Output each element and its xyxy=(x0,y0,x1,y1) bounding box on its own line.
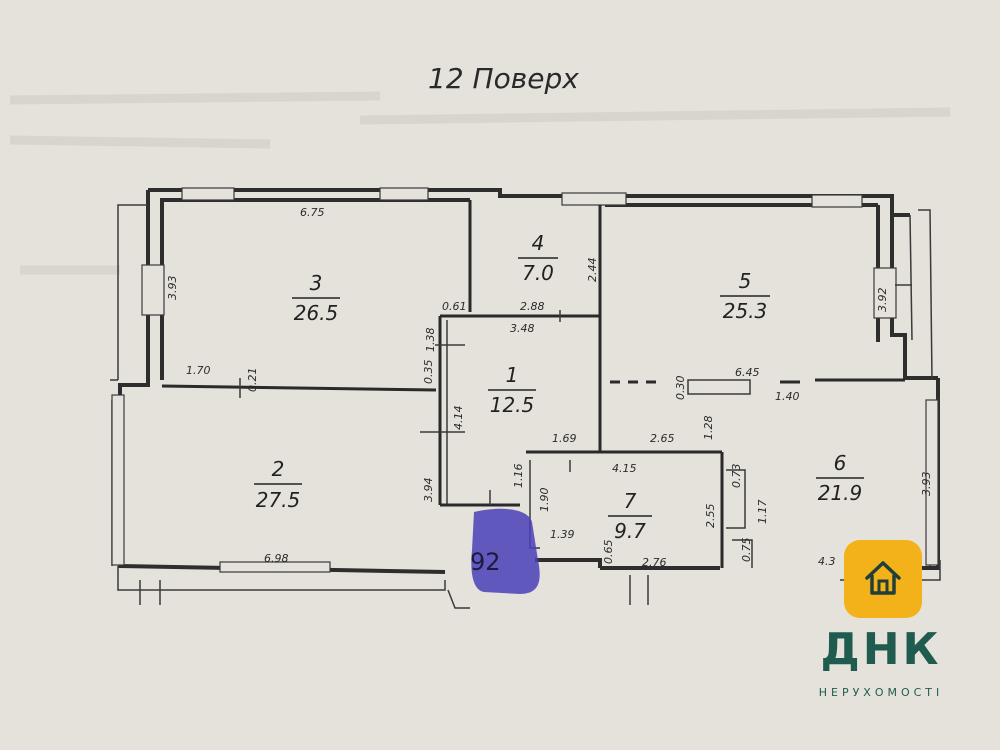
dim-label: 1.69 xyxy=(552,432,577,445)
svg-text:1: 1 xyxy=(506,363,519,387)
svg-text:2: 2 xyxy=(272,457,285,481)
windows xyxy=(111,187,939,573)
dim-label: 1.40 xyxy=(775,390,800,403)
logo-badge xyxy=(844,540,922,618)
room-7-label: 7 9.7 xyxy=(608,489,652,543)
dim-label: 3.48 xyxy=(510,322,535,335)
dim-label: 1.39 xyxy=(550,528,575,541)
dim-label: 4.15 xyxy=(612,462,637,475)
dim-label: 4.14 xyxy=(452,406,465,431)
svg-text:21.9: 21.9 xyxy=(818,481,863,505)
brand-tagline: НЕРУХОМОСТІ xyxy=(818,686,944,699)
svg-text:4: 4 xyxy=(532,231,545,255)
plan-title: 12 Поверх xyxy=(428,62,579,95)
marker-highlight xyxy=(471,508,540,594)
svg-text:5: 5 xyxy=(739,269,752,293)
dim-label: 1.17 xyxy=(756,500,769,525)
room-4-label: 4 7.0 xyxy=(518,231,558,285)
room-6-label: 6 21.9 xyxy=(816,451,864,505)
dim-label: 4.3 xyxy=(818,555,836,568)
dim-label: 0.35 xyxy=(422,360,435,385)
dim-label: 0.65 xyxy=(602,540,615,565)
dim-label: 0.30 xyxy=(674,376,687,401)
dim-label: 1.70 xyxy=(186,364,211,377)
dim-label: 2.76 xyxy=(642,556,667,569)
brand-logo: ДНК НЕРУХОМОСТІ xyxy=(806,540,956,710)
svg-text:6: 6 xyxy=(834,451,847,475)
dim-label: 0.75 xyxy=(740,538,753,563)
dim-label: 3.93 xyxy=(166,276,179,301)
svg-text:7: 7 xyxy=(624,489,637,513)
dim-label: 6.45 xyxy=(735,366,760,379)
dim-label: 1.38 xyxy=(424,328,437,353)
svg-text:12.5: 12.5 xyxy=(490,393,535,417)
dim-label: 3.94 xyxy=(422,478,435,503)
dim-label: 1.90 xyxy=(538,488,551,513)
room-3-label: 3 26.5 xyxy=(292,271,340,325)
handwritten-apartment-number: 92 xyxy=(470,548,501,576)
brand-name: ДНК xyxy=(820,624,942,675)
dim-label: 1.16 xyxy=(512,464,525,489)
svg-text:27.5: 27.5 xyxy=(256,488,301,512)
svg-text:26.5: 26.5 xyxy=(294,301,339,325)
interior-walls xyxy=(161,200,912,568)
room-5-label: 5 25.3 xyxy=(720,269,770,323)
dim-label: 2.65 xyxy=(650,432,675,445)
dim-label: 2.88 xyxy=(520,300,545,313)
dim-label: 0.73 xyxy=(730,464,743,489)
svg-text:25.3: 25.3 xyxy=(723,299,768,323)
dim-label: 0.21 xyxy=(246,368,259,393)
dim-label: 2.55 xyxy=(704,504,717,529)
dim-label: 6.98 xyxy=(264,552,289,565)
svg-text:3: 3 xyxy=(310,271,323,295)
room-2-label: 2 27.5 xyxy=(254,457,302,512)
dim-label: 1.28 xyxy=(702,416,715,441)
svg-text:7.0: 7.0 xyxy=(522,261,554,285)
paper-ghost-lines xyxy=(9,91,951,275)
dim-label: 3.93 xyxy=(920,472,933,497)
dimension-labels: 6.75 3.93 0.61 1.38 1.70 0.21 0.35 4.14 … xyxy=(166,206,933,569)
room-1-label: 1 12.5 xyxy=(488,363,536,417)
dim-label: 3.92 xyxy=(876,288,889,313)
dim-label: 6.75 xyxy=(300,206,325,219)
house-icon xyxy=(865,561,901,595)
dim-label: 0.61 xyxy=(442,300,467,313)
dim-label: 2.44 xyxy=(586,258,599,283)
svg-text:9.7: 9.7 xyxy=(614,519,646,543)
